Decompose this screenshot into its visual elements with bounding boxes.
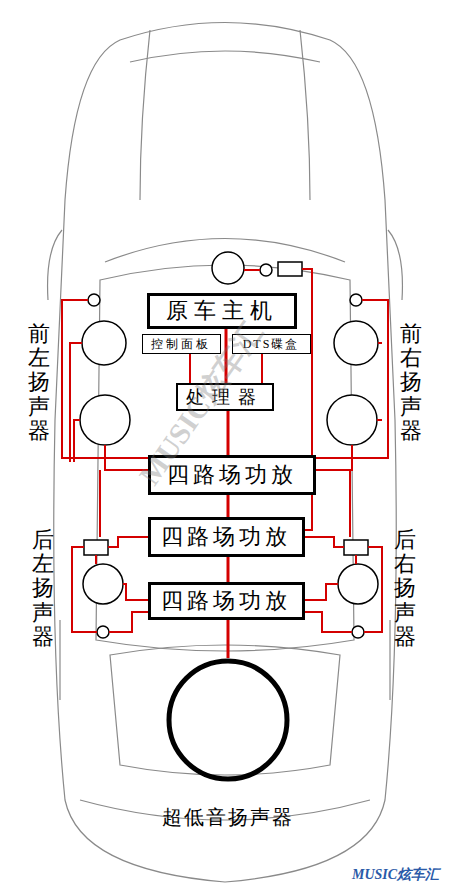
amplifier-box: 四路场功放 — [148, 582, 305, 620]
subwoofer-circle: 超低音扬声器 — [166, 658, 290, 782]
box-label: 原车主机 — [166, 296, 278, 326]
signal-wire — [261, 354, 263, 383]
signal-wire — [227, 620, 230, 658]
cd-changer-box: DTS碟盒 — [232, 334, 311, 354]
speaker-wires — [62, 269, 388, 632]
head-unit-box: 原车主机 — [147, 293, 297, 329]
box-label: DTS碟盒 — [243, 336, 300, 353]
signal-wire — [227, 557, 230, 582]
box-label: 四路场功放 — [161, 586, 291, 616]
box-label: 处理器 — [186, 385, 264, 409]
box-label: 四路场功放 — [167, 460, 297, 490]
speaker-label: 后左扬声器 — [32, 528, 54, 649]
box-label: 超低音扬声器 — [162, 804, 294, 831]
signal-wire — [189, 354, 191, 383]
control-panel-box: 控制面板 — [142, 334, 221, 354]
box-label: 四路场功放 — [161, 522, 291, 552]
box-label: 控制面板 — [151, 336, 211, 353]
logo-text: MUSIC炫车汇 — [352, 866, 439, 884]
signal-wire — [227, 495, 230, 517]
speaker-label: 后右扬声器 — [394, 528, 416, 649]
subwoofer-outline — [166, 658, 290, 782]
signal-wire — [225, 329, 228, 383]
amplifier-box: 四路场功放 — [148, 517, 305, 557]
signal-wire — [227, 411, 230, 455]
speaker-label: 前右扬声器 — [400, 322, 422, 443]
amplifier-box: 四路场功放 — [148, 455, 316, 495]
processor-box: 处理器 — [176, 383, 274, 411]
speaker-symbols — [80, 252, 378, 638]
speaker-label: 前左扬声器 — [28, 322, 50, 443]
